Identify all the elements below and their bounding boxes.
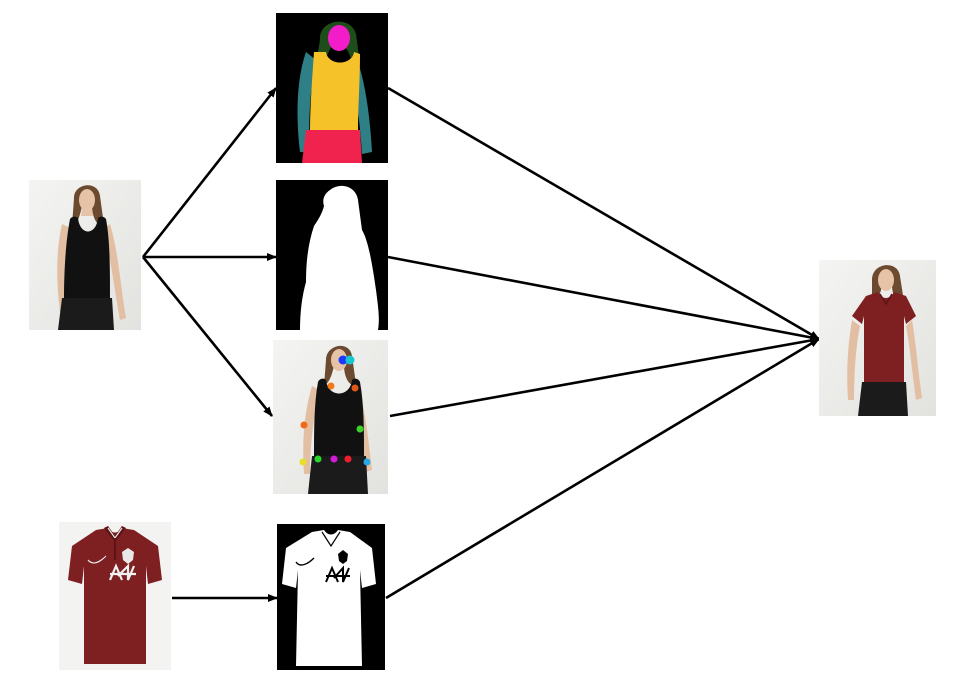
keypoint-left-hip (344, 455, 352, 463)
keypoint-left-elbow (356, 425, 364, 433)
keypoint-eye (345, 355, 355, 365)
pose-keypoints (273, 340, 388, 494)
garment-mask (277, 524, 385, 670)
keypoint-right-wrist (299, 458, 307, 466)
club-crest (122, 548, 134, 564)
edge-pose-to-result (389, 336, 820, 418)
keypoint-mid-hip (330, 455, 338, 463)
body-mask (276, 180, 388, 330)
edges (141, 86, 820, 602)
keypoint-left-shoulder (351, 384, 359, 392)
edge-segmentation-to-result (387, 86, 820, 341)
edge-garment-mask-to-result (385, 337, 820, 600)
edge-person-to-segmentation (141, 87, 278, 258)
sponsor-logo (108, 563, 136, 581)
garment-photo (59, 522, 171, 670)
keypoint-right-elbow (300, 421, 308, 429)
swoosh-logo (87, 555, 107, 564)
tryon-result (819, 260, 936, 416)
edge-body-mask-to-result (387, 255, 820, 342)
keypoint-right-hip (314, 455, 322, 463)
keypoint-right-shoulder (327, 382, 335, 390)
edge-person-to-pose (141, 256, 274, 417)
keypoint-left-wrist (363, 458, 371, 466)
person-photo (29, 180, 141, 330)
segmentation-map (276, 13, 388, 163)
keypoint-nose (338, 355, 348, 365)
